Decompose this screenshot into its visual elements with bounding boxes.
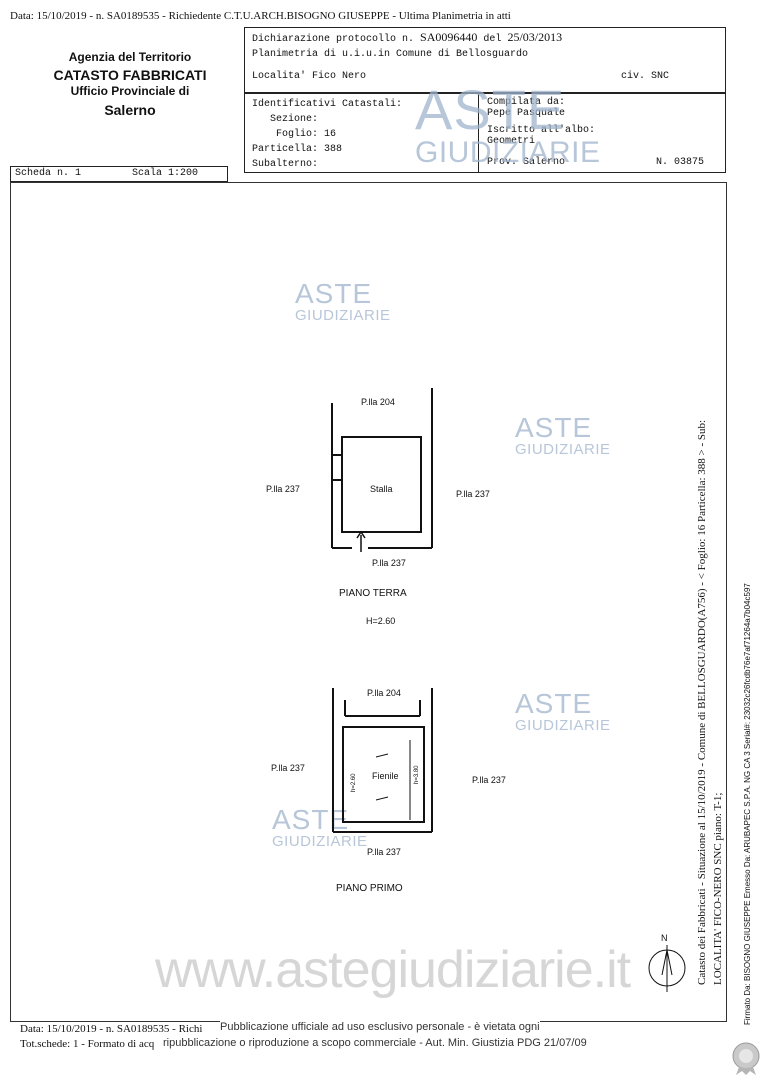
catasto-title: CATASTO FABBRICATI	[53, 66, 207, 83]
sezione-label: Sezione:	[270, 114, 319, 125]
side-situation-text: Catasto dei Fabbricati - Situazione al 1…	[696, 419, 708, 985]
footer-line-2: Tot.schede: 1 - Formato di acq	[20, 1038, 155, 1050]
site-watermark: www.astegiudiziarie.it	[155, 941, 631, 999]
registration-number: N. 03875	[656, 157, 705, 168]
primo-east-label: P.lla 237	[472, 775, 506, 785]
civic-number: civ. SNC	[621, 71, 670, 82]
north-label: N	[661, 933, 668, 943]
identificativi-title: Identificativi Catastali:	[252, 99, 403, 110]
agency-block: Agenzia del Territorio CATASTO FABBRICAT…	[30, 50, 230, 120]
terra-east-label: P.lla 237	[456, 489, 490, 499]
terra-north-label: P.lla 204	[361, 397, 395, 407]
seal-icon	[732, 1042, 760, 1075]
terra-title: PIANO TERRA	[339, 588, 407, 599]
north-arrow	[648, 945, 686, 992]
foglio-row: Foglio: 16	[276, 129, 337, 140]
iscritto-label: Iscritto all'albo:	[487, 125, 596, 136]
scala-label: Scala 1:200	[132, 168, 199, 179]
identificativi-block: Identificativi Catastali: Sezione: Fogli…	[252, 97, 402, 172]
compilata-title: Compilata da:	[487, 97, 566, 108]
subalterno-label: Subalterno:	[252, 159, 319, 170]
province-label: Prov. Salerno	[487, 157, 566, 168]
publication-notice-1: Pubblicazione ufficiale ad uso esclusivo…	[220, 1021, 540, 1033]
localita-text: Localita' Fico Nero	[252, 71, 367, 82]
scheda-box	[10, 166, 228, 182]
declaration-date: 25/03/2013	[507, 30, 563, 44]
foglio-value: 16	[324, 129, 337, 140]
publication-notice-2: ripubblicazione o riproduzione a scopo c…	[163, 1037, 587, 1049]
signature-text: Firmato Da: BISOGNO GIUSEPPE Emesso Da: …	[743, 583, 752, 1025]
identificativi-box	[244, 93, 726, 173]
identificativi-divider	[478, 93, 479, 173]
particella-row: Particella: 388	[252, 144, 343, 155]
primo-room-label: Fienile	[372, 771, 399, 781]
plan-primo	[332, 688, 433, 833]
terra-room-label: Stalla	[370, 484, 393, 494]
primo-south-label: P.lla 237	[367, 847, 401, 857]
declaration-label: Dichiarazione protocollo n.	[252, 34, 415, 45]
del-label: del	[483, 34, 502, 45]
agency-name: Agenzia del Territorio	[68, 50, 192, 64]
compilata-name: Pepe Pasquale	[487, 108, 566, 119]
primo-title: PIANO PRIMO	[336, 883, 403, 894]
planimetria-text: Planimetria di u.i.u.in Comune di Bellos…	[252, 49, 529, 60]
declaration-box	[244, 27, 726, 93]
plan-terra	[331, 388, 433, 552]
terra-south-label: P.lla 237	[372, 558, 406, 568]
scheda-label: Scheda n. 1	[15, 168, 82, 179]
footer-line-1: Data: 15/10/2019 - n. SA0189535 - Richi	[20, 1023, 203, 1035]
protocol-number: SA0096440	[420, 30, 478, 44]
primo-height-right: h=3.80	[414, 765, 420, 784]
primo-height-left: h=2.60	[351, 773, 357, 792]
primo-north-label: P.lla 204	[367, 688, 401, 698]
side-location-text: LOCALITA' FICO-NERO SNC piano: T-1;	[712, 792, 724, 985]
primo-west-label: P.lla 237	[271, 763, 305, 773]
watermark-top: ASTE GIUDIZIARIE	[415, 78, 601, 169]
terra-height: H=2.60	[366, 616, 396, 626]
albo-value: Geometri	[487, 136, 536, 147]
office-label: Ufficio Provinciale di	[70, 83, 190, 98]
terra-west-label: P.lla 237	[266, 484, 300, 494]
declaration-line: Dichiarazione protocollo n. SA0096440 de…	[252, 30, 562, 45]
office-city: Salerno	[104, 102, 156, 119]
request-header: Data: 15/10/2019 - n. SA0189535 - Richie…	[10, 10, 511, 22]
compilata-block: Compilata da: Pepe Pasquale Iscritto all…	[487, 97, 595, 147]
particella-value: 388	[324, 144, 343, 155]
